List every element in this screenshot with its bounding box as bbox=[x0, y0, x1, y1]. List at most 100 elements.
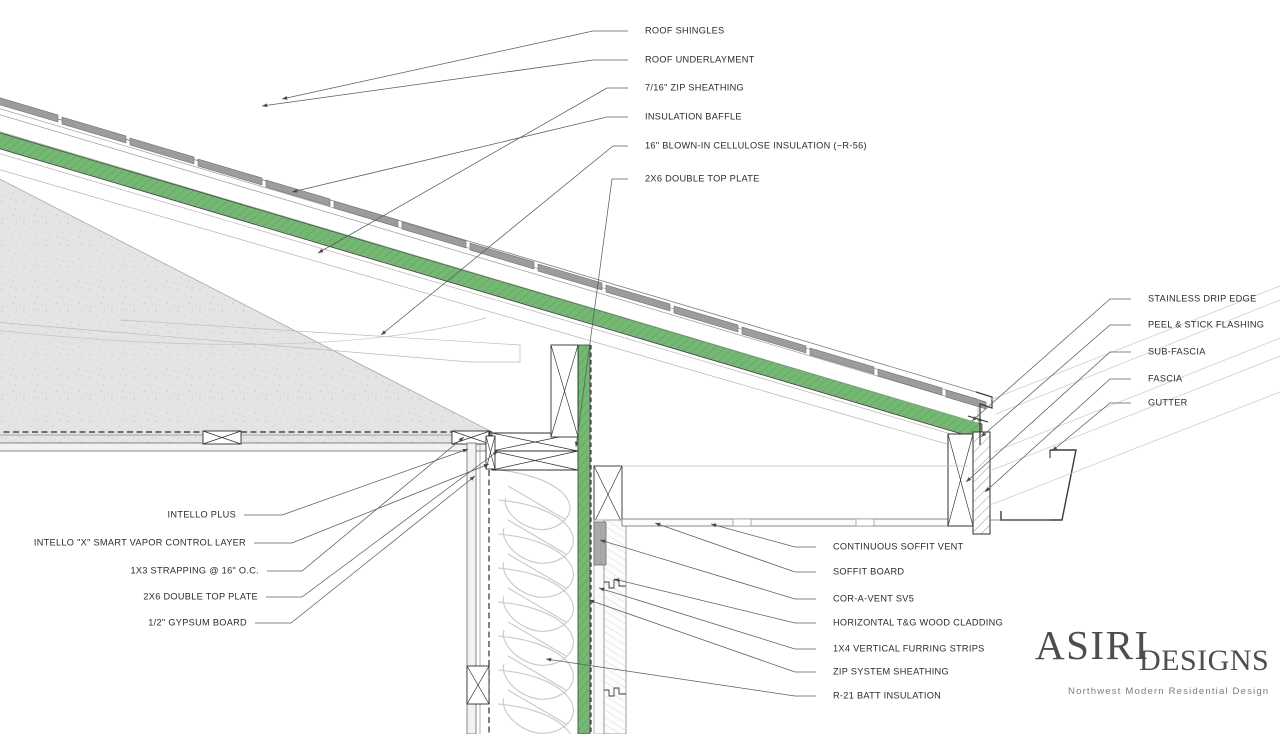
logo-secondary-text: DESIGNS bbox=[1139, 644, 1270, 677]
fascia-board bbox=[972, 431, 991, 535]
peel-and-stick-flashing bbox=[967, 415, 989, 423]
outboard-blocking bbox=[593, 465, 623, 524]
leader-arrowhead bbox=[483, 464, 489, 468]
roof-shingle-tabs bbox=[0, 97, 987, 410]
leader-arrowhead bbox=[469, 476, 475, 481]
leader-arrowhead bbox=[600, 539, 606, 544]
wall-gypsum-board bbox=[466, 442, 477, 734]
logo-tagline: Northwest Modern Residential Design bbox=[1068, 686, 1270, 697]
callout-label: HORIZONTAL T&G WOOD CLADDING bbox=[833, 617, 1004, 628]
leader-arrowhead bbox=[655, 522, 661, 527]
horizontal-tg-wood-cladding bbox=[603, 519, 627, 734]
leader-arrowhead bbox=[711, 523, 717, 528]
leader-arrowhead bbox=[981, 432, 987, 437]
callout-label: 1/2" GYPSUM BOARD bbox=[148, 617, 247, 628]
leader-arrowhead bbox=[381, 330, 387, 335]
callout-label: FASCIA bbox=[1148, 373, 1183, 384]
callout-label: ZIP SYSTEM SHEATHING bbox=[833, 666, 949, 677]
leader-arrowhead bbox=[972, 416, 978, 421]
leader-line bbox=[261, 59, 628, 107]
leader-line bbox=[291, 116, 628, 193]
leader-arrowhead bbox=[318, 248, 324, 253]
soffit-board bbox=[621, 518, 971, 527]
leader-arrowhead bbox=[985, 487, 991, 492]
cladding-tg-joints bbox=[604, 579, 626, 697]
callout-label: 1X4 VERTICAL FURRING STRIPS bbox=[833, 643, 985, 654]
leader-line bbox=[267, 436, 465, 572]
callout-label: SUB-FASCIA bbox=[1148, 346, 1206, 357]
leader-arrowhead bbox=[462, 448, 468, 453]
leader-lines bbox=[244, 30, 1131, 697]
callout-label: INTELLO "X" SMART VAPOR CONTROL LAYER bbox=[33, 537, 246, 548]
eave-projection-lines bbox=[622, 285, 1280, 506]
continuous-soffit-vent bbox=[732, 518, 875, 527]
leader-line bbox=[599, 539, 816, 600]
wall-upper-framing bbox=[550, 344, 579, 438]
callout-label: INTELLO PLUS bbox=[167, 509, 236, 520]
leader-line bbox=[965, 351, 1131, 483]
leader-line bbox=[575, 178, 628, 448]
callout-label: COR-A-VENT SV5 bbox=[833, 593, 915, 604]
leader-line bbox=[613, 578, 816, 624]
asiri-designs-logo: ASIRI DESIGNS Northwest Modern Residenti… bbox=[1029, 622, 1269, 705]
callout-label: STAINLESS DRIP EDGE bbox=[1148, 293, 1257, 304]
leader-line bbox=[971, 298, 1131, 422]
leader-arrowhead bbox=[292, 188, 298, 193]
leader-line bbox=[598, 587, 816, 650]
wall-assembly bbox=[466, 344, 627, 734]
leader-line bbox=[710, 523, 816, 548]
callout-label: INSULATION BAFFLE bbox=[645, 111, 742, 122]
leader-line bbox=[654, 522, 816, 573]
callout-label: 16" BLOWN-IN CELLULOSE INSULATION (~R-56… bbox=[645, 140, 867, 151]
leader-arrowhead bbox=[589, 599, 595, 604]
callout-label: SOFFIT BOARD bbox=[833, 566, 905, 577]
leader-line bbox=[281, 30, 628, 100]
callout-label: ROOF SHINGLES bbox=[645, 25, 725, 36]
double-top-plate bbox=[491, 432, 579, 471]
leader-arrowhead bbox=[546, 657, 552, 662]
wall-strapping-x bbox=[466, 665, 490, 705]
wall-zip-sheathing bbox=[577, 344, 591, 734]
roof-assembly bbox=[0, 97, 989, 457]
callout-label: R-21 BATT INSULATION bbox=[833, 690, 942, 701]
leader-arrowhead bbox=[492, 451, 498, 456]
leader-arrowhead bbox=[966, 477, 972, 482]
roof-underlayment-band bbox=[0, 114, 979, 424]
attic-inner-curve bbox=[0, 317, 487, 345]
leader-arrowheads bbox=[262, 96, 1058, 662]
callout-label: CONTINUOUS SOFFIT VENT bbox=[833, 541, 964, 552]
leader-line bbox=[266, 450, 499, 598]
callout-label: 2X6 DOUBLE TOP PLATE bbox=[645, 173, 760, 184]
callout-label: ROOF UNDERLAYMENT bbox=[645, 54, 755, 65]
ceiling-gypsum-board bbox=[0, 442, 493, 452]
leader-arrowhead bbox=[262, 103, 268, 108]
leader-line bbox=[380, 145, 628, 336]
leader-line bbox=[588, 599, 816, 673]
leader-line bbox=[980, 324, 1131, 438]
leader-arrowhead bbox=[574, 441, 579, 447]
leader-line bbox=[244, 448, 469, 516]
callout-label: PEEL & STICK FLASHING bbox=[1148, 319, 1265, 330]
leader-line bbox=[545, 658, 816, 697]
leader-arrowhead bbox=[1052, 446, 1058, 451]
logo-primary-text: ASIRI bbox=[1035, 622, 1150, 668]
leader-arrowhead bbox=[599, 587, 605, 592]
leader-line bbox=[255, 475, 476, 624]
wall-cavity bbox=[492, 470, 580, 734]
leader-arrowhead bbox=[458, 437, 464, 442]
callout-label: 7/16" ZIP SHEATHING bbox=[645, 82, 744, 93]
leader-line bbox=[1051, 402, 1131, 452]
leader-line bbox=[254, 463, 490, 544]
cor-a-vent-sv5 bbox=[593, 521, 607, 566]
r21-batt-insulation bbox=[497, 470, 574, 734]
callout-label: GUTTER bbox=[1148, 397, 1188, 408]
gutter bbox=[1000, 449, 1077, 521]
stainless-drip-edge bbox=[975, 391, 993, 445]
leader-line bbox=[317, 87, 628, 254]
leader-arrowhead bbox=[614, 578, 620, 583]
leader-line bbox=[984, 378, 1131, 493]
callout-label: 1X3 STRAPPING @ 16" O.C. bbox=[130, 565, 259, 576]
callout-label: 2X6 DOUBLE TOP PLATE bbox=[143, 591, 258, 602]
